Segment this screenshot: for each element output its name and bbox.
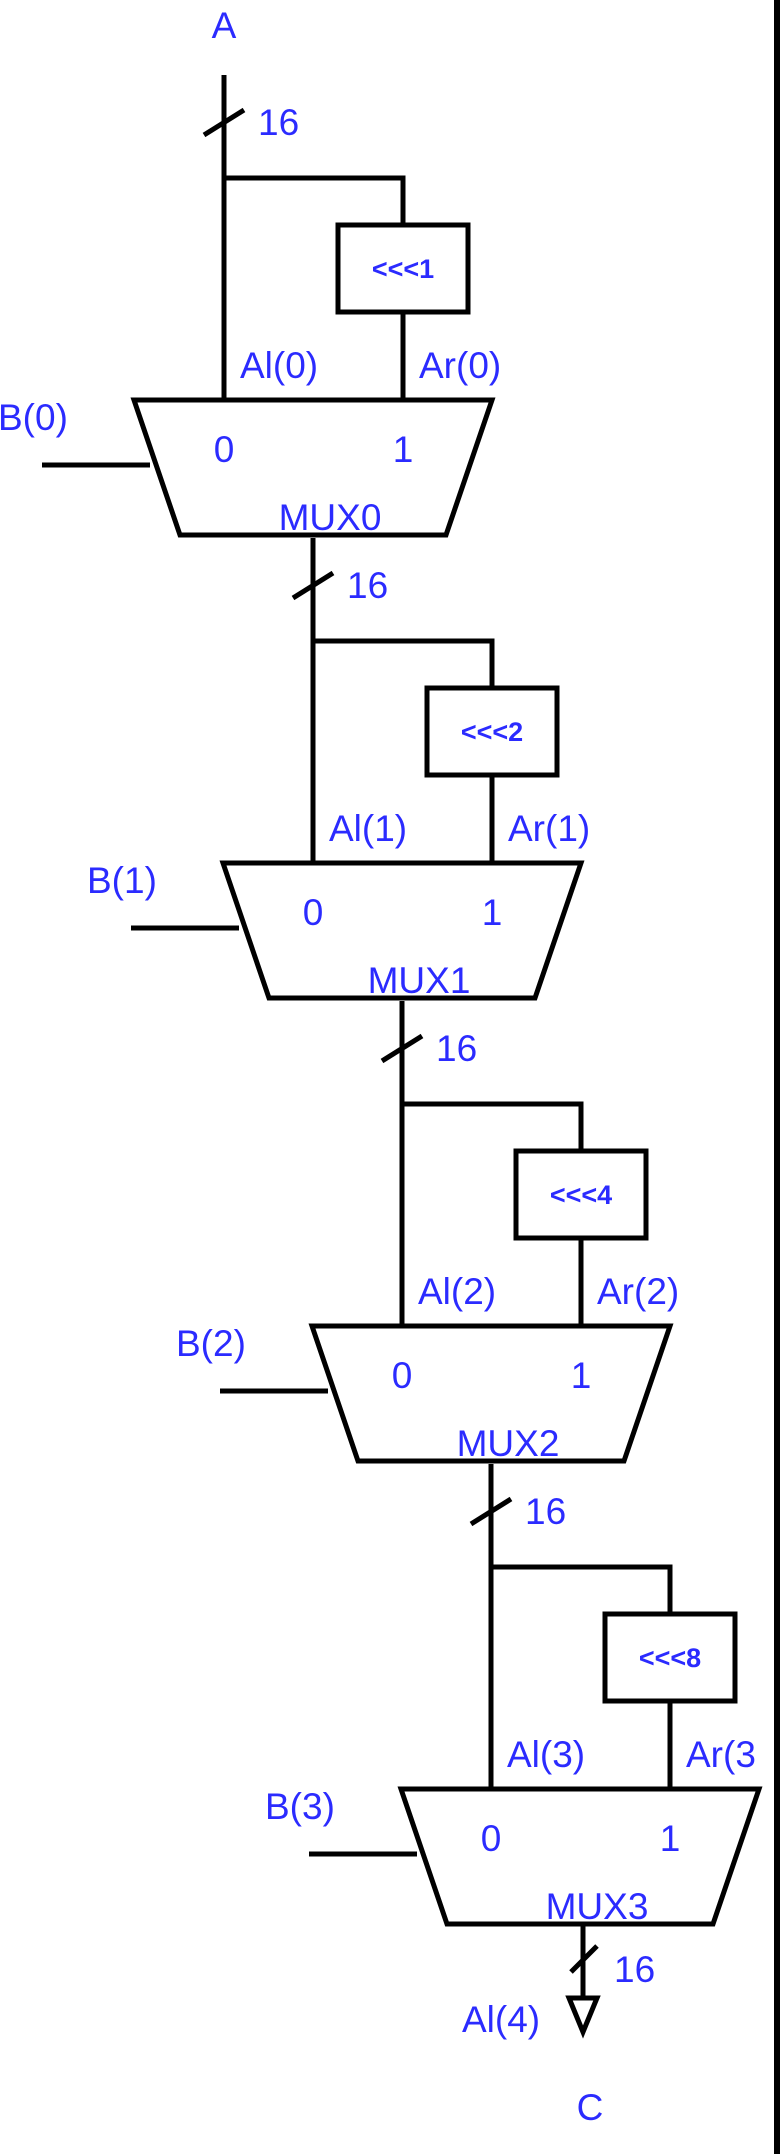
branch-wire-1	[313, 638, 495, 688]
left-signal-label-3: Al(3)	[507, 1734, 585, 1775]
mux-label-0: MUX0	[279, 497, 382, 538]
select-label-0: B(0)	[0, 397, 68, 438]
branch-wire-3	[491, 1564, 673, 1614]
rotate-block-1	[424, 685, 560, 778]
mux-input-1-label-3: 1	[660, 1818, 681, 1859]
input-label-a: A	[212, 5, 237, 46]
right-signal-label-0: Ar(0)	[419, 345, 501, 386]
rotate-block-0	[335, 222, 471, 315]
branch-wire-0	[224, 175, 406, 225]
left-signal-label-0: Al(0)	[240, 345, 318, 386]
bus-width-2: 16	[436, 1028, 477, 1069]
rotate-label-2: <<<4	[550, 1180, 612, 1210]
mux-input-1-label-0: 1	[393, 429, 414, 470]
mux-input-1-label-1: 1	[482, 892, 503, 933]
bus-slash-output	[569, 1944, 599, 1974]
rotate-label-0: <<<1	[372, 254, 434, 284]
output-port-arrow-icon	[565, 1995, 601, 2039]
branch-wire-2	[402, 1101, 584, 1151]
mux-3	[397, 1786, 763, 1927]
bus-slash-1	[291, 570, 335, 601]
rotate-block-2	[513, 1148, 649, 1241]
bus-width-0: 16	[258, 102, 299, 143]
bus-width-3: 16	[525, 1491, 566, 1532]
mux-label-3: MUX3	[546, 1886, 649, 1927]
right-signal-label-1: Ar(1)	[508, 808, 590, 849]
bus-slash-3	[469, 1496, 513, 1527]
bus-width-output: 16	[614, 1949, 655, 1990]
final-signal-label: Al(4)	[462, 1999, 540, 2040]
right-signal-label-2: Ar(2)	[597, 1271, 679, 1312]
mux-2	[308, 1323, 674, 1464]
mux-input-1-label-2: 1	[571, 1355, 592, 1396]
bus-width-1: 16	[347, 565, 388, 606]
mux-input-0-label-1: 0	[303, 892, 324, 933]
select-label-1: B(1)	[87, 860, 157, 901]
mux-label-2: MUX2	[457, 1423, 560, 1464]
right-border	[774, 0, 780, 2154]
right-signal-label-3: Ar(3	[686, 1734, 756, 1775]
left-signal-label-2: Al(2)	[418, 1271, 496, 1312]
bus-slash-0	[202, 107, 246, 138]
mux-input-0-label-2: 0	[392, 1355, 413, 1396]
select-label-2: B(2)	[176, 1323, 246, 1364]
bus-slash-2	[380, 1033, 424, 1064]
mux-1	[219, 860, 585, 1001]
mux-0	[130, 397, 496, 538]
output-label-c: C	[577, 2087, 604, 2128]
mux-label-1: MUX1	[368, 960, 471, 1001]
rotate-label-1: <<<2	[461, 717, 523, 747]
mux-input-0-label-0: 0	[214, 429, 235, 470]
left-signal-label-1: Al(1)	[329, 808, 407, 849]
rotate-label-3: <<<8	[639, 1643, 701, 1673]
select-label-3: B(3)	[265, 1786, 335, 1827]
mux-input-0-label-3: 0	[481, 1818, 502, 1859]
